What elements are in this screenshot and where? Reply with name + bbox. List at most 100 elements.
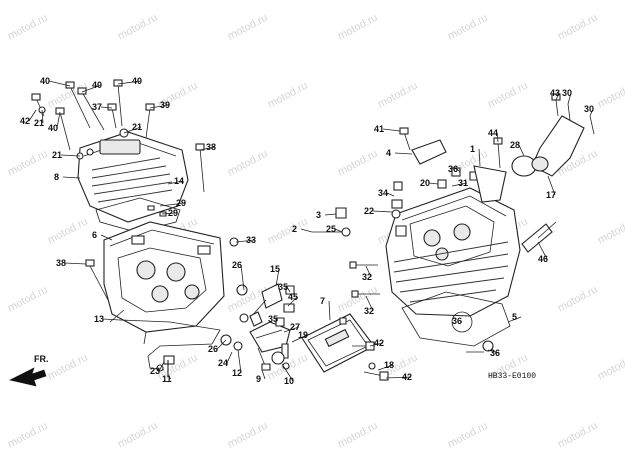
callout-l12: 12 <box>232 368 242 378</box>
callout-l40d: 40 <box>48 123 58 133</box>
leader-line-l40c <box>117 80 142 85</box>
leader-line-l26a <box>240 264 245 291</box>
callout-l2: 2 <box>292 224 297 234</box>
leader-line-l42a <box>28 109 37 122</box>
watermark-layer: motod.ru motod.ru motod.ru motod.ru motod.ru… <box>6 12 625 451</box>
leader-line-l28 <box>518 144 525 157</box>
leader-line-l20 <box>428 182 439 185</box>
leader-line-l44 <box>496 132 499 143</box>
center-studs <box>312 207 380 298</box>
watermark-text: motod.ru <box>6 420 50 451</box>
leader-line-l38b <box>64 262 87 265</box>
leader-line-l46 <box>537 241 548 260</box>
leader-line-l1 <box>478 148 481 167</box>
callout-l10: 10 <box>284 376 294 386</box>
watermark-text: motod.ru <box>6 284 50 315</box>
callout-l4: 4 <box>386 148 391 158</box>
leader-line-l38a <box>199 146 216 151</box>
callout-l28: 28 <box>510 140 520 150</box>
leader-line-l8 <box>62 176 81 179</box>
callout-l44: 44 <box>488 128 498 138</box>
callout-l40b: 40 <box>92 80 102 90</box>
callout-l40c: 40 <box>132 76 142 86</box>
leader-line-l36a <box>456 168 461 173</box>
watermark-text: motod.ru <box>556 12 600 43</box>
leader-line-l14 <box>167 180 184 185</box>
callout-l29a: 29 <box>176 198 186 208</box>
callout-l7: 7 <box>320 296 325 306</box>
leader-line-l39 <box>149 104 170 109</box>
callout-l15: 15 <box>270 264 280 274</box>
callout-l45: 45 <box>288 292 298 302</box>
callout-l20: 20 <box>420 178 430 188</box>
leader-line-l17 <box>547 175 556 196</box>
watermark-text: motod.ru <box>596 352 625 383</box>
leader-line-l37 <box>100 106 113 109</box>
leader-line-l43 <box>555 92 560 101</box>
callout-l42a: 42 <box>20 116 30 126</box>
callout-l43: 43 <box>550 88 560 98</box>
leader-line-l32b <box>365 295 374 312</box>
leader-line-l3 <box>324 213 337 216</box>
callout-l40a: 40 <box>40 76 50 86</box>
right-head-gasket <box>401 291 511 347</box>
callout-l38a: 38 <box>206 142 216 152</box>
watermark-text: motod.ru <box>6 148 50 179</box>
callout-l38b: 38 <box>56 258 66 268</box>
callout-l36a: 36 <box>448 164 458 174</box>
callout-l14: 14 <box>174 176 184 186</box>
watermark-text: motod.ru <box>226 284 270 315</box>
leader-line-l2 <box>300 228 313 233</box>
watermark-text: motod.ru <box>46 216 90 247</box>
watermark-text: motod.ru <box>46 352 90 383</box>
watermark-text: motod.ru <box>116 12 160 43</box>
leader-line-l40b <box>81 84 102 93</box>
leader-line-l6 <box>100 234 113 241</box>
stud-38 <box>89 265 109 301</box>
callout-l5: 5 <box>512 312 517 322</box>
callout-l33: 33 <box>246 235 256 245</box>
watermark-text: motod.ru <box>226 420 270 451</box>
watermark-text: motod.ru <box>266 80 310 111</box>
leader-line-l23 <box>158 361 165 372</box>
callout-l35b: 35 <box>268 314 278 324</box>
leader-line-l42b <box>369 342 384 347</box>
leader-line-l45 <box>287 296 298 307</box>
watermark-text: motod.ru <box>336 148 380 179</box>
callout-l19: 19 <box>298 330 308 340</box>
callout-l31: 31 <box>458 178 468 188</box>
leader-line-l12 <box>237 349 242 374</box>
callout-l35a: 35 <box>278 282 288 292</box>
callout-l11: 11 <box>162 374 172 384</box>
leader-line-l26b <box>216 339 227 350</box>
callout-l30b: 30 <box>584 104 594 114</box>
leader-line-l19 <box>291 334 308 343</box>
watermark-text: motod.ru <box>556 420 600 451</box>
callout-l26a: 26 <box>232 260 242 270</box>
leader-line-l4 <box>394 152 413 155</box>
callout-l21a: 21 <box>34 118 44 128</box>
leader-line-l29b <box>161 212 178 215</box>
callout-l9: 9 <box>256 374 261 384</box>
callout-l36b: 36 <box>452 316 462 326</box>
right-cylinder-head <box>385 171 521 317</box>
part-code: HB33-E0100 <box>488 372 536 381</box>
side-cover-plate <box>301 313 375 373</box>
callout-l46: 46 <box>538 254 548 264</box>
callout-l30a: 30 <box>562 88 572 98</box>
leader-line-l31 <box>451 182 468 187</box>
callout-l17: 17 <box>546 190 556 200</box>
leader-line-l10 <box>281 363 294 382</box>
leader-line-l21b <box>123 126 142 134</box>
watermark-text: motod.ru <box>376 80 420 111</box>
leader-line-l11 <box>167 375 172 380</box>
watermark-text: motod.ru <box>446 12 490 43</box>
callout-l32a: 32 <box>362 272 372 282</box>
watermark-text: motod.ru <box>486 80 530 111</box>
leader-line-l32a <box>365 265 372 278</box>
watermark-text: motod.ru <box>266 216 310 247</box>
callout-l37: 37 <box>92 102 102 112</box>
callout-l32b: 32 <box>364 306 374 316</box>
